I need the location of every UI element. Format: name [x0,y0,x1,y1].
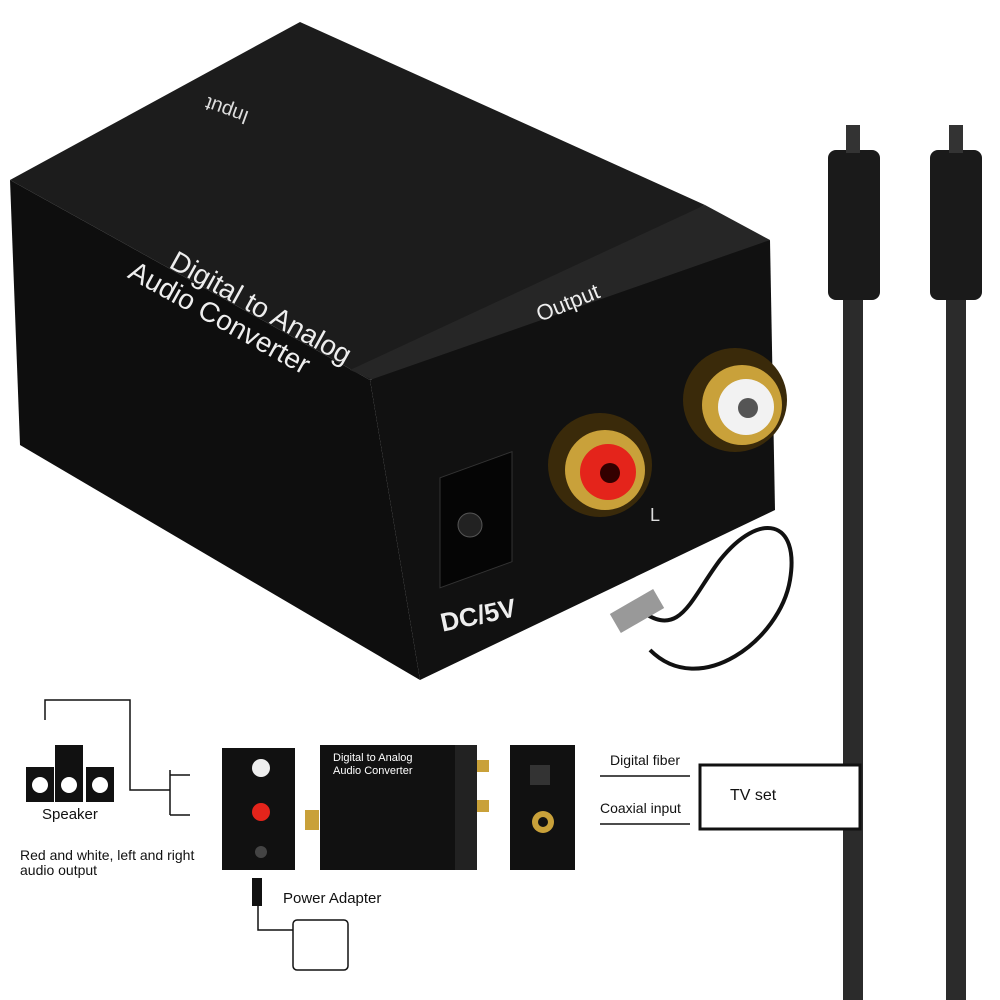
usb-cable [609,526,794,671]
rca-jack-red [548,413,652,517]
diagram-converter-line2: Audio Converter [333,765,413,777]
tv-set-label: TV set [730,787,777,804]
coaxial-input-label: Coaxial input [600,800,681,816]
diagram-output-panel [222,748,295,870]
channel-label: L [650,505,661,525]
converter-box [10,22,787,680]
power-jack-hole-icon [457,512,483,538]
digital-fiber-label: Digital fiber [610,752,681,768]
tv-icon [698,763,862,831]
speaker-note-line1: Red and white, left and right [20,847,195,863]
optical-cable-right [930,125,982,1000]
diagram-converter [305,745,489,870]
speaker-label: Speaker [42,806,98,823]
diagram-converter-line1: Digital to Analog [333,752,413,764]
speaker-icon [26,745,114,802]
optical-cable-left [828,125,880,1000]
power-plug-icon [252,878,262,906]
rca-jack-white [683,348,787,452]
wiring-diagram [44,699,690,931]
power-adapter-label: Power Adapter [283,890,382,907]
box-left-face [10,180,420,680]
power-adapter-icon [292,919,349,971]
speaker-note-line2: audio output [20,862,98,878]
diagram-input-panel [510,745,575,870]
